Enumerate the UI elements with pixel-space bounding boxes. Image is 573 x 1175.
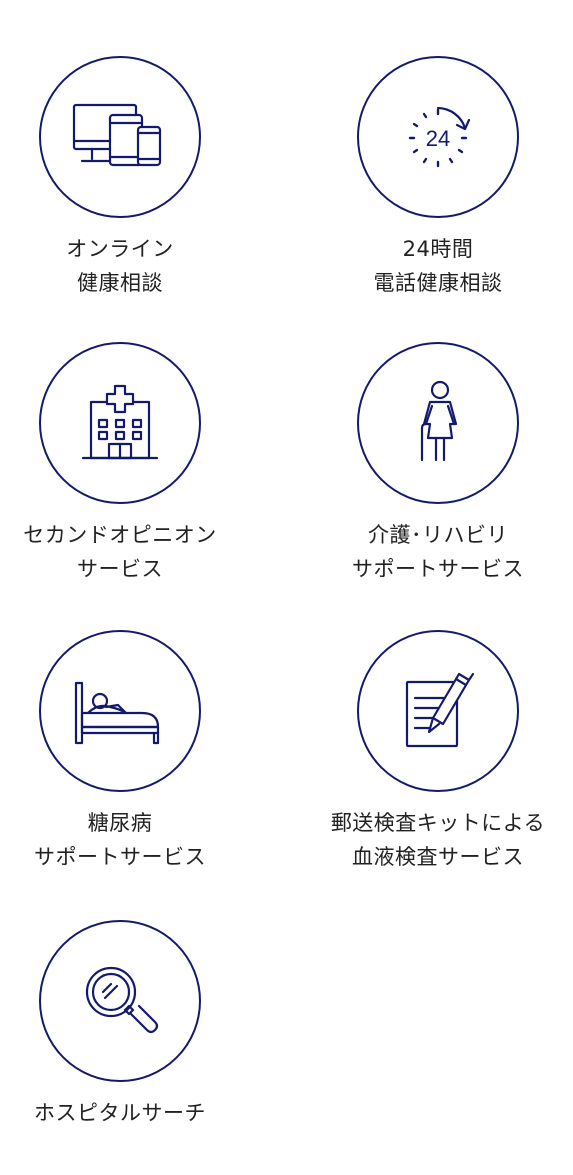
service-label-line: オンライン: [66, 237, 174, 261]
elderly-cane-icon: [420, 380, 458, 462]
clock-24h-icon: 24: [408, 106, 471, 168]
devices-icon: [72, 103, 162, 167]
service-label: 糖尿病 サポートサービス: [34, 806, 206, 874]
service-label: オンライン 健康相談: [66, 232, 174, 300]
magnifier-icon: [85, 966, 159, 1034]
service-label-line: 健康相談: [77, 271, 163, 295]
service-icon-circle[interactable]: [357, 342, 519, 504]
document-pen-icon: [405, 672, 475, 748]
service-icon-circle[interactable]: [39, 630, 201, 792]
service-label-line: セカンドオピニオン: [23, 523, 217, 547]
service-label: ホスピタルサーチ: [34, 1096, 206, 1130]
service-icon-circle[interactable]: [39, 342, 201, 504]
bed-patient-icon: [74, 681, 160, 745]
service-icon-circle[interactable]: 24: [357, 56, 519, 218]
service-second-opinion[interactable]: セカンドオピニオン サービス: [0, 342, 240, 586]
service-label: 24時間 電話健康相談: [374, 232, 503, 300]
service-icon-circle[interactable]: [357, 630, 519, 792]
service-icon-circle[interactable]: [39, 56, 201, 218]
service-mail-blood-test[interactable]: 郵送検査キットによる 血液検査サービス: [318, 630, 558, 874]
hospital-icon: [81, 384, 159, 460]
service-label-line: 血液検査サービス: [352, 845, 524, 869]
service-label-line: ホスピタルサーチ: [34, 1101, 206, 1125]
service-label-line: 糖尿病: [87, 811, 153, 835]
service-hospital-search[interactable]: ホスピタルサーチ: [0, 920, 240, 1130]
service-online-consultation[interactable]: オンライン 健康相談: [0, 56, 240, 300]
service-24h-phone-consultation[interactable]: 24 24時間 電話健康相談: [318, 56, 558, 300]
service-icon-circle[interactable]: [39, 920, 201, 1082]
service-label-line: 郵送検査キットによる: [330, 811, 546, 835]
service-label-line: サポートサービス: [34, 845, 206, 869]
service-label: セカンドオピニオン サービス: [23, 518, 217, 586]
service-label-line: 介護･リハビリ: [368, 523, 508, 547]
service-label-line: サポートサービス: [352, 557, 524, 581]
service-label-line: サービス: [77, 557, 163, 581]
service-label: 介護･リハビリ サポートサービス: [352, 518, 524, 586]
service-diabetes-support[interactable]: 糖尿病 サポートサービス: [0, 630, 240, 874]
svg-text:24: 24: [426, 126, 450, 151]
service-nursing-rehab[interactable]: 介護･リハビリ サポートサービス: [318, 342, 558, 586]
service-label-line: 24時間: [402, 237, 474, 261]
service-label-line: 電話健康相談: [373, 271, 503, 295]
service-label: 郵送検査キットによる 血液検査サービス: [331, 806, 545, 874]
